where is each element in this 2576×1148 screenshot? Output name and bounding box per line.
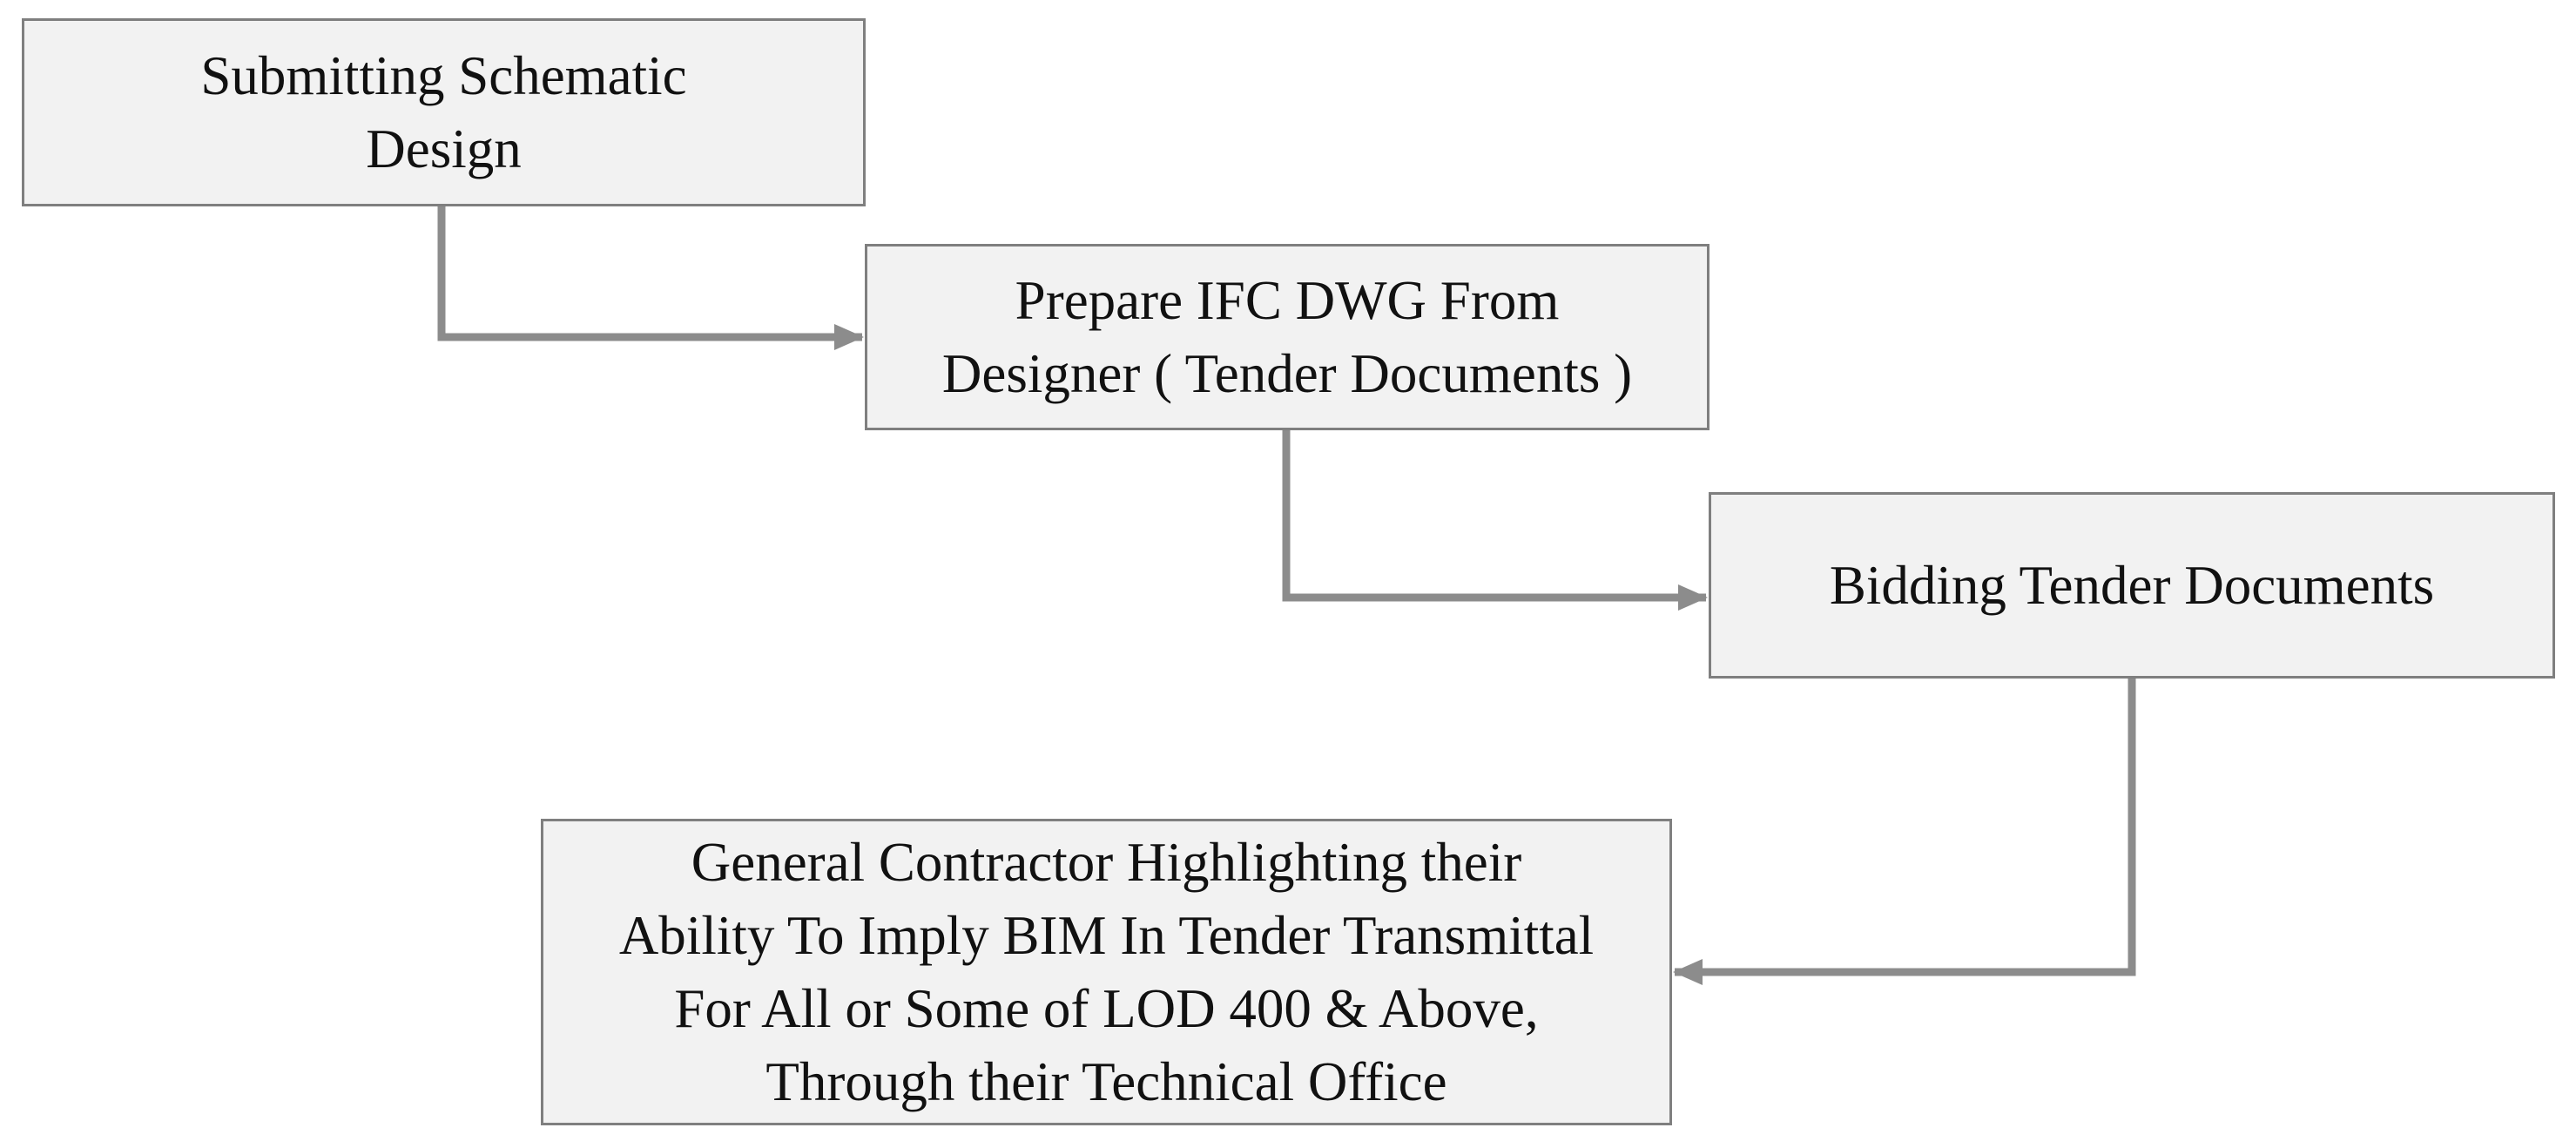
step-label-line: Bidding Tender Documents bbox=[1829, 555, 2435, 616]
connector-arrow-1-to-2 bbox=[437, 206, 864, 350]
connector-arrow-2-to-3 bbox=[1282, 430, 1708, 611]
step-label-line: Through their Technical Office bbox=[765, 1051, 1447, 1112]
step-label-line: Designer ( Tender Documents ) bbox=[941, 343, 1633, 404]
connector-arrow-3-to-4 bbox=[1673, 679, 2136, 985]
step-label-line: Prepare IFC DWG From bbox=[1015, 270, 1560, 331]
step-box-general-contractor-bim: General Contractor Highlighting their Ab… bbox=[541, 819, 1672, 1125]
step-box-bidding-tender-documents: Bidding Tender Documents bbox=[1709, 492, 2555, 679]
step-label: Bidding Tender Documents bbox=[1830, 549, 2434, 622]
step-box-prepare-ifc-dwg: Prepare IFC DWG From Designer ( Tender D… bbox=[865, 244, 1709, 430]
step-label-line: General Contractor Highlighting their bbox=[691, 832, 1522, 893]
step-box-submitting-schematic-design: Submitting Schematic Design bbox=[22, 18, 866, 206]
step-label: General Contractor Highlighting their Ab… bbox=[619, 826, 1594, 1118]
step-label-line: For All or Some of LOD 400 & Above, bbox=[674, 978, 1539, 1039]
step-label-line: Design bbox=[366, 118, 522, 179]
step-label-line: Submitting Schematic bbox=[200, 45, 687, 106]
step-label: Submitting Schematic Design bbox=[200, 39, 686, 186]
step-label-line: Ability To Imply BIM In Tender Transmitt… bbox=[618, 905, 1595, 966]
step-label: Prepare IFC DWG From Designer ( Tender D… bbox=[942, 264, 1632, 410]
